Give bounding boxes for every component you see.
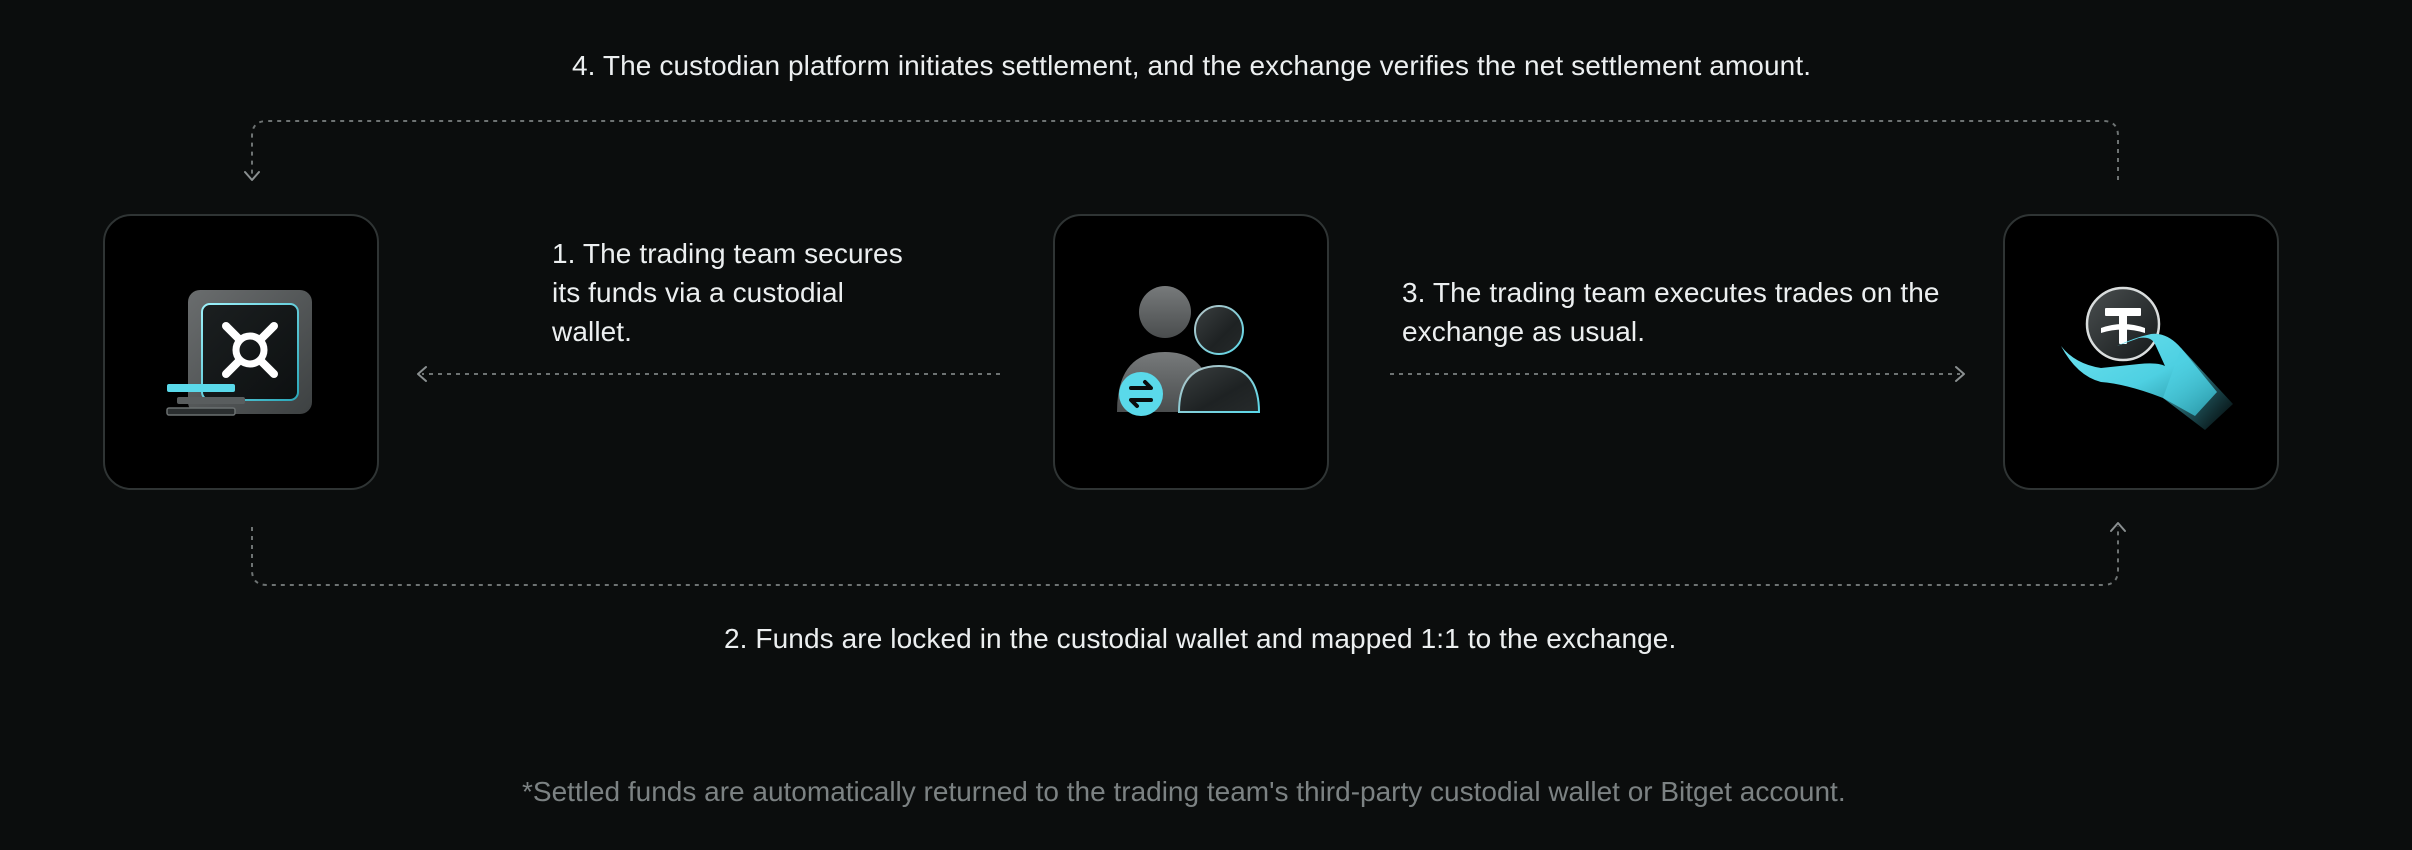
step-2-text: 2. Funds are locked in the custodial wal… [724,623,1677,654]
trading-team-card [1053,214,1329,490]
arrowhead-left-icon [417,366,427,382]
step-1-text: 1. The trading team secures its funds vi… [552,238,903,347]
settlement-connector [251,120,2119,180]
exchange-card [2003,214,2279,490]
custodial-vault-icon [166,290,312,416]
arrowhead-right-icon [1955,366,1965,382]
step-3-text: 3. The trading team executes trades on t… [1402,277,1940,347]
custodial-wallet-card [103,214,379,490]
arrowhead-up-icon [2110,522,2126,532]
footnote: *Settled funds are automatically returne… [522,776,1846,807]
trading-team-icon [1117,286,1261,416]
step-4-text: 4. The custodian platform initiates sett… [572,50,1812,81]
exchange-tether-hand-icon [2061,286,2233,430]
mapping-connector [251,526,2119,586]
arrowhead-down-icon [244,171,260,181]
